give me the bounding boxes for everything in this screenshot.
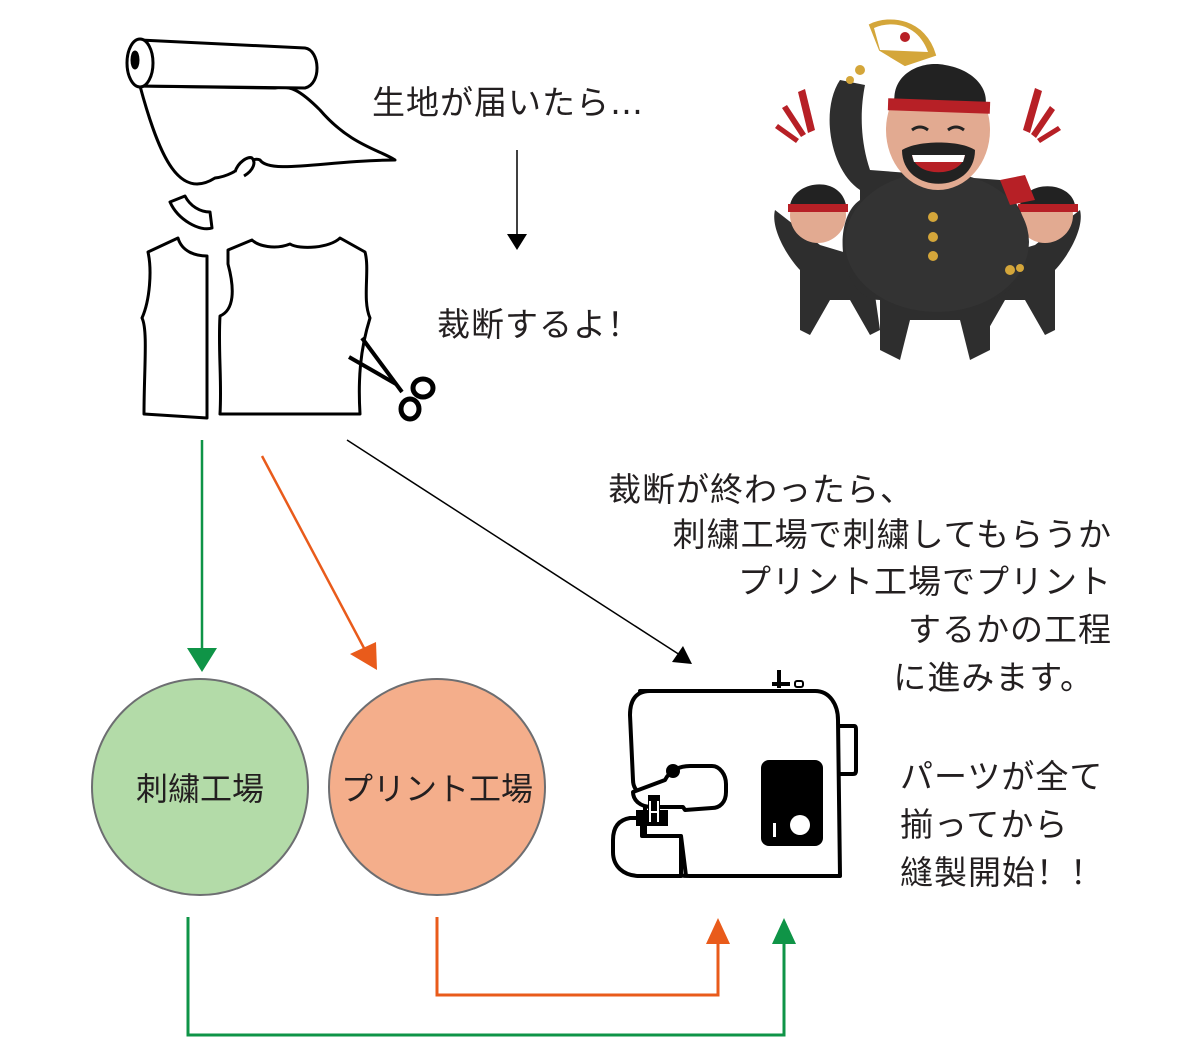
description-line: するかの工程 (908, 610, 1112, 649)
cheering-characters-illustration (774, 19, 1081, 360)
description-line: 裁断が終わったら、 (608, 470, 914, 509)
print-to-sewing-arrow (435, 917, 730, 997)
scissors-icon (348, 336, 436, 422)
assembly-note-line: 揃ってから (900, 805, 1069, 844)
description-line: プリント工場でプリント (738, 562, 1112, 601)
arrow-to-sewing (346, 439, 692, 664)
arrow-to-embroidery (187, 440, 217, 672)
description-line: に進みます。 (893, 658, 1094, 697)
print-factory-label: プリント工場 (340, 770, 534, 808)
assembly-note-line: 縫製開始！！ (900, 853, 1104, 892)
fabric-roll-icon (125, 37, 397, 186)
description-line: 刺繍工場で刺繍してもらうか (672, 515, 1112, 554)
step-fabric-arrives: 生地が届いたら… (372, 83, 644, 122)
embroidery-factory-circle (91, 678, 309, 896)
arrow-to-print (260, 455, 377, 670)
embroidery-to-sewing-arrow (186, 917, 796, 1037)
print-factory-circle (328, 678, 546, 896)
garment-pattern-icon (140, 194, 372, 420)
step-arrow (507, 150, 527, 250)
embroidery-factory-label: 刺繍工場 (135, 770, 265, 808)
step-cutting: 裁断するよ！ (437, 305, 641, 344)
sewing-machine-details (636, 760, 823, 846)
assembly-note-line: パーツが全て (900, 757, 1104, 796)
